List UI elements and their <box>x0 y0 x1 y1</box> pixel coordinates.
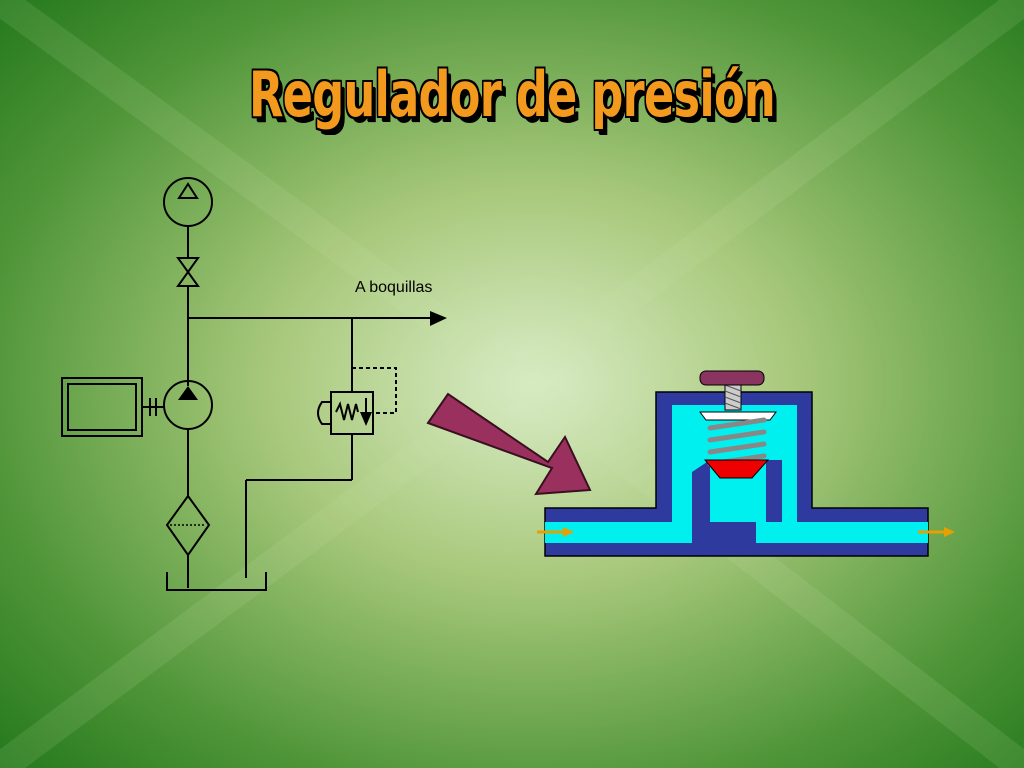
valve-poppet <box>703 459 770 479</box>
tank-symbol <box>166 572 267 591</box>
relief-valve-symbol <box>317 391 374 435</box>
flow-arrow-outlet <box>918 527 955 537</box>
motor-symbol <box>61 377 164 437</box>
pressure-gauge-symbol <box>163 177 213 227</box>
slide-title: Regulador de presión <box>249 58 776 131</box>
filter-symbol <box>165 494 211 557</box>
adjusting-knob <box>699 370 765 386</box>
outlet-arrowhead <box>430 311 447 326</box>
spring-plate <box>699 411 777 421</box>
outlet-label: A boquillas <box>355 279 432 296</box>
regulator-cross-section <box>537 370 955 557</box>
shutoff-valve-symbol <box>176 257 200 287</box>
inner-wall-left <box>692 460 756 543</box>
pump-symbol <box>163 380 213 430</box>
hydraulic-schematic <box>61 177 447 591</box>
pointing-arrow <box>426 392 592 496</box>
flow-arrow-inlet <box>537 527 574 537</box>
